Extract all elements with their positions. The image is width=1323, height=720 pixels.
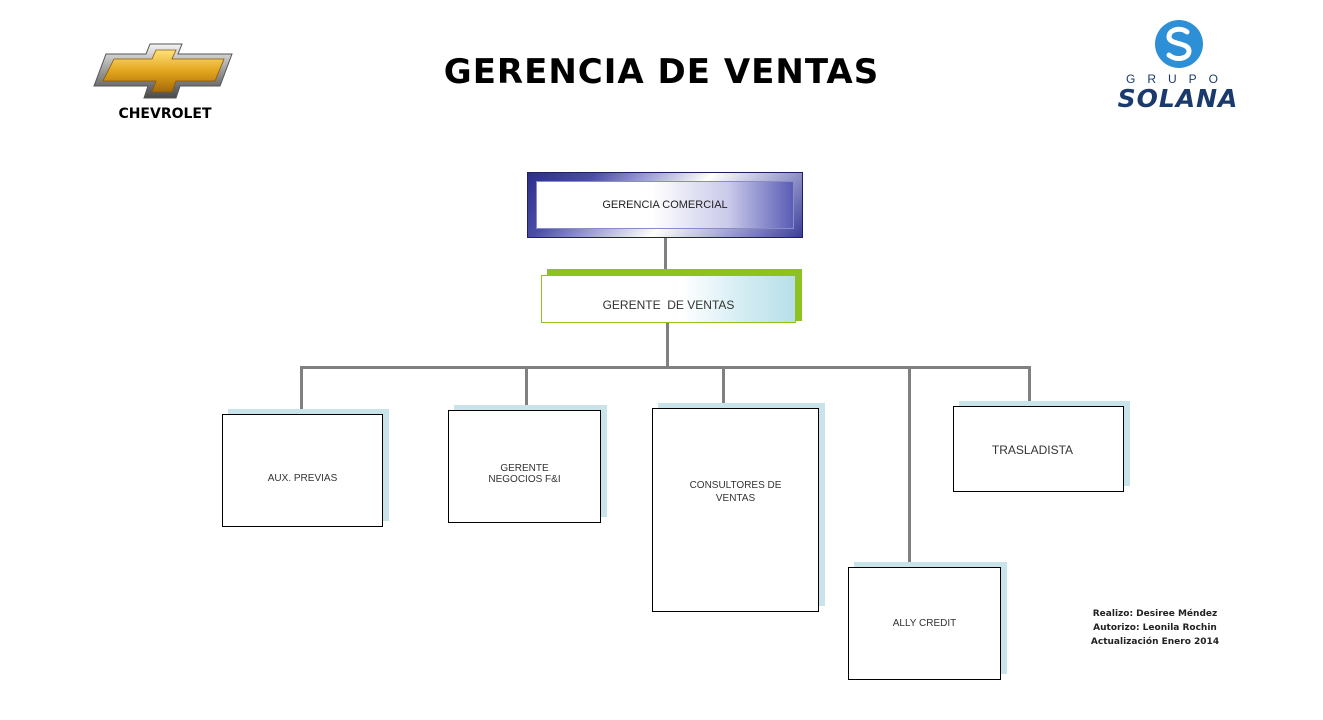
grupo-solana-logo: GRUPO SOLANA — [1108, 18, 1248, 114]
solana-wordmark: SOLANA — [1117, 84, 1239, 113]
node-consultores-label-1: CONSULTORES DE — [689, 480, 782, 491]
node-gerente-negocios[interactable]: GERENTE NEGOCIOS F&I — [448, 410, 601, 523]
node-ally-credit-label: ALLY CREDIT — [892, 617, 957, 629]
connector-aux-previas — [300, 368, 303, 414]
solana-s-icon — [1155, 20, 1203, 68]
connector-consultores — [722, 368, 725, 408]
node-gerente-negocios-label-2: NEGOCIOS F&I — [488, 473, 561, 485]
credits-block: Realizo: Desiree Méndez Autorizo: Leonil… — [1060, 607, 1250, 649]
page-title: GERENCIA DE VENTAS — [443, 52, 880, 92]
connector-horizontal-right — [666, 366, 1031, 369]
credits-realizo: Realizo: Desiree Méndez — [1092, 609, 1218, 619]
connector-trasladista — [1028, 368, 1031, 407]
node-trasladista-label: TRASLADISTA — [991, 443, 1074, 457]
grupo-wordmark: GRUPO — [1125, 72, 1230, 86]
node-aux-previas-label: AUX. PREVIAS — [267, 473, 338, 484]
node-consultores-label-2: VENTAS — [715, 493, 756, 504]
connector-gerente-down — [666, 323, 669, 368]
node-gerencia-comercial[interactable]: GERENCIA COMERCIAL — [527, 172, 803, 238]
connector-gerente-negocios — [525, 368, 528, 410]
node-gerente-negocios-label-1: GERENTE — [500, 462, 549, 474]
node-consultores-ventas[interactable]: CONSULTORES DE VENTAS — [652, 408, 819, 612]
connector-horizontal-left — [300, 366, 668, 369]
node-trasladista[interactable]: TRASLADISTA — [953, 406, 1124, 492]
chevrolet-wordmark: CHEVROLET — [118, 106, 212, 122]
chevrolet-logo: CHEVROLET — [92, 42, 238, 128]
connector-ally-credit — [908, 368, 911, 568]
node-ally-credit[interactable]: ALLY CREDIT — [848, 567, 1001, 680]
connector-comercial-gerente — [664, 238, 667, 274]
bowtie-icon — [93, 43, 233, 99]
node-gerente-ventas[interactable]: GERENTE DE VENTAS — [541, 275, 796, 323]
credits-actualizacion: Actualización Enero 2014 — [1090, 637, 1220, 647]
node-aux-previas[interactable]: AUX. PREVIAS — [222, 414, 383, 527]
node-gerente-ventas-label: GERENTE DE VENTAS — [602, 298, 735, 312]
credits-autorizo: Autorizo: Leonila Rochin — [1093, 623, 1217, 633]
node-gerencia-comercial-label: GERENCIA COMERCIAL — [602, 199, 728, 211]
